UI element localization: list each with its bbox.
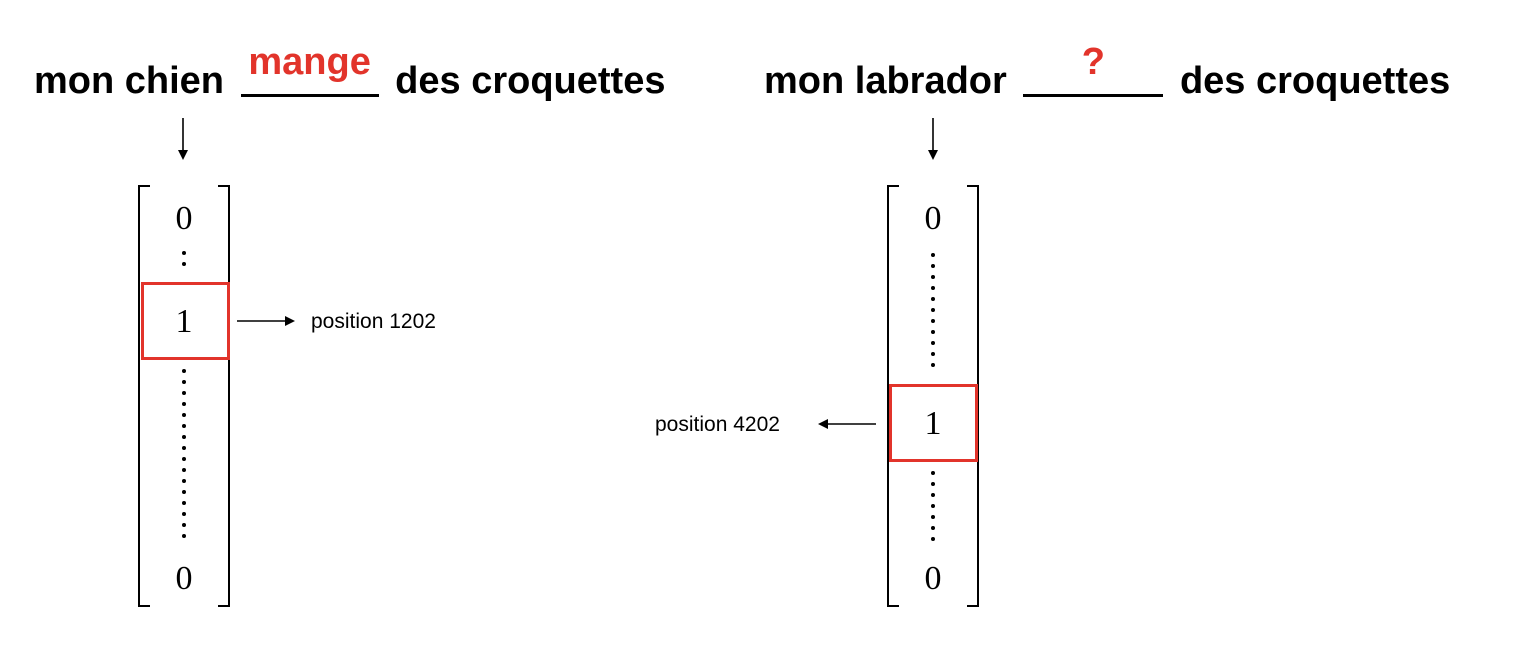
left-sentence-start: mon chien <box>34 60 225 102</box>
left-vector-top-value: 0 <box>175 200 193 237</box>
right-vector-ellipsis-bottom <box>930 471 936 548</box>
left-position-label: position 1202 <box>311 310 436 333</box>
left-sentence: mon chien mange des croquettes <box>34 42 666 108</box>
right-down-arrow <box>928 118 938 160</box>
right-vector-ellipsis-top <box>930 253 936 374</box>
left-vector-bottom-value: 0 <box>175 560 193 597</box>
left-vector-bracket-open <box>138 185 150 607</box>
right-sentence-end: des croquettes <box>1179 60 1451 102</box>
right-blank: ? <box>1017 42 1169 104</box>
right-position-label: position 4202 <box>655 413 780 436</box>
left-sentence-end: des croquettes <box>395 60 666 102</box>
right-vector-top-value: 0 <box>924 200 942 237</box>
left-vector-bracket-close <box>218 185 230 607</box>
right-filled-word: ? <box>1081 41 1105 83</box>
right-vector-bracket-open <box>887 185 899 607</box>
right-sentence-start: mon labrador <box>764 60 1007 102</box>
right-vector-bottom-value: 0 <box>924 560 942 597</box>
left-blank-line <box>240 58 379 97</box>
left-blank: mange <box>235 42 385 104</box>
left-vector-highlight-box <box>141 282 230 360</box>
right-vector-highlight-box <box>889 384 978 462</box>
right-vector-bracket-close <box>967 185 979 607</box>
left-vector-ellipsis-top <box>181 251 187 273</box>
left-position-arrow <box>237 316 295 326</box>
left-vector-highlight-value: 1 <box>175 303 193 340</box>
left-vector-ellipsis-bottom <box>181 369 187 545</box>
left-one-hot-vector: 0 1 0 <box>138 185 230 607</box>
right-vector-highlight-value: 1 <box>924 405 942 442</box>
left-down-arrow <box>178 118 188 160</box>
right-blank-line <box>1023 58 1164 97</box>
right-position-arrow <box>818 419 876 429</box>
left-filled-word: mange <box>248 41 371 83</box>
right-one-hot-vector: 0 1 0 <box>887 185 979 607</box>
right-sentence: mon labrador ? des croquettes <box>764 42 1451 108</box>
